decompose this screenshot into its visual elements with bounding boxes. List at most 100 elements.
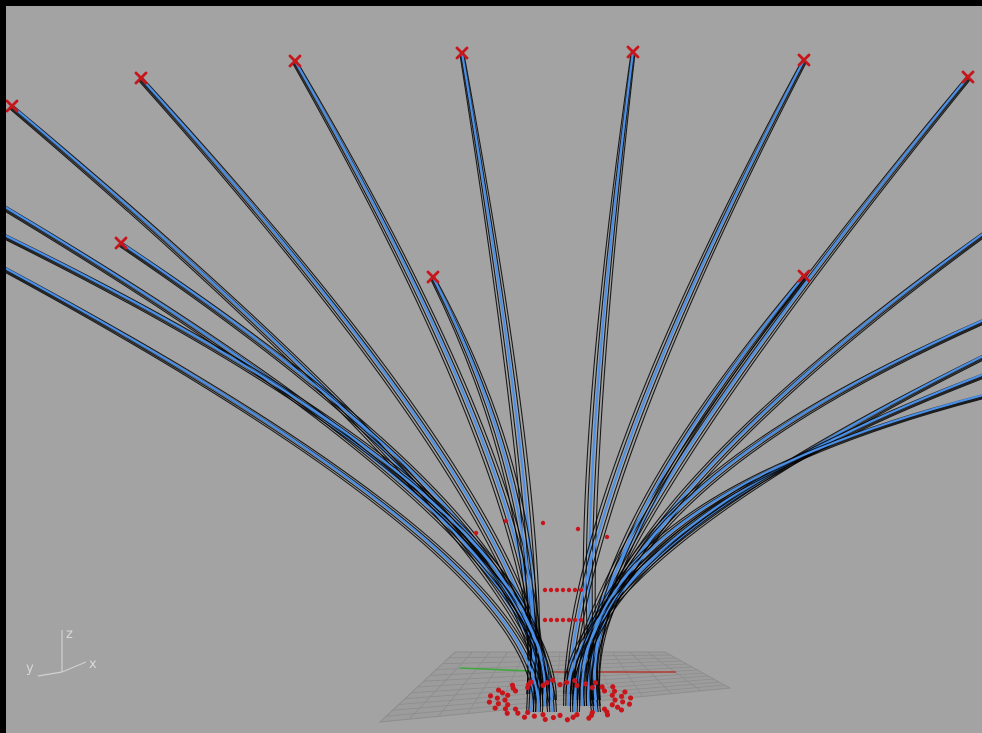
mid-control-point [572, 617, 578, 623]
base-control-point [486, 699, 492, 705]
x-mark [288, 54, 302, 68]
base-control-point [574, 712, 580, 718]
curve-edge [574, 78, 969, 701]
curve-edge [571, 360, 982, 695]
curve-edge [430, 279, 529, 713]
base-control-point [502, 706, 509, 712]
x-mark [455, 46, 469, 60]
mid-control-point [575, 526, 581, 532]
base-control-point [549, 677, 556, 683]
base-control-point [521, 714, 528, 720]
curve-edge [6, 234, 550, 695]
curve-edge [576, 79, 970, 701]
base-control-point [544, 680, 550, 686]
curve-edge [598, 278, 807, 707]
mid-control-point [554, 617, 560, 623]
curve-edge [6, 272, 535, 713]
base-control-point [542, 716, 548, 723]
curve-edge [294, 62, 539, 701]
curve-edge [119, 244, 537, 695]
base-control-point [609, 692, 615, 698]
curve-edge [578, 79, 971, 701]
curve-edge [571, 62, 807, 707]
x-mark [426, 270, 440, 284]
base-control-point [611, 688, 618, 694]
curve [566, 355, 982, 695]
mid-control-point [503, 518, 509, 524]
curve-edge [6, 208, 553, 701]
mid-control-point [560, 587, 566, 593]
base-control-point [604, 712, 611, 718]
curve-edge [595, 278, 806, 707]
mid-control-point [572, 587, 578, 593]
curve-edge [13, 105, 557, 713]
base-control-point [531, 713, 537, 719]
grid-plane [378, 651, 732, 723]
base-control-point [525, 709, 531, 716]
mid-control-point [578, 617, 584, 623]
base-control-point [487, 693, 494, 699]
curve [120, 242, 540, 695]
mid-control-point [542, 617, 548, 623]
mid-control-point [548, 617, 554, 623]
curve-edge [583, 397, 982, 707]
mid-control-point [473, 530, 479, 536]
base-control-point [610, 684, 616, 690]
curve-edge [434, 276, 540, 713]
control-point-marker-icon [426, 270, 440, 284]
construction-grid [378, 651, 732, 723]
curve-edge [6, 205, 557, 701]
base-control-point [504, 710, 510, 716]
base-control-point [495, 701, 501, 707]
control-point-marker-icon [455, 46, 469, 60]
x-mark [961, 70, 975, 84]
base-control-point [622, 689, 628, 695]
x-mark [626, 45, 640, 59]
control-point-marker-icon [961, 70, 975, 84]
mid-control-point [542, 587, 548, 593]
tip-control-points [6, 45, 975, 284]
curve [587, 233, 982, 707]
curve-edge [598, 324, 982, 701]
curve-edge [6, 267, 544, 713]
base-control-point [586, 715, 592, 721]
base-control-point [550, 714, 557, 721]
base-control-point [505, 692, 511, 698]
control-point-marker-icon [6, 99, 19, 113]
y-axis-label: y [26, 661, 34, 676]
curve-edge [6, 238, 544, 695]
mid-control-point [560, 617, 566, 623]
curve-edge [569, 358, 982, 695]
curve-edge [462, 53, 538, 695]
curve-edge [565, 60, 804, 707]
viewport-canvas[interactable]: z x y [6, 6, 982, 733]
base-control-point [540, 712, 546, 718]
curve [573, 76, 969, 701]
x-mark [134, 71, 148, 85]
mid-control-point [566, 587, 572, 593]
curve-edge [6, 236, 546, 695]
curve-edge [433, 277, 537, 713]
base-control-point [612, 697, 618, 703]
curve-edge [10, 107, 551, 713]
curve-edge [460, 55, 532, 695]
base-control-point [626, 701, 633, 707]
curve-edge [585, 52, 633, 713]
curve-edge [593, 277, 805, 707]
curve-edge [6, 235, 548, 695]
curve-edge [563, 59, 803, 707]
curve-edge [459, 56, 529, 695]
z-axis-label: z [66, 627, 73, 642]
base-control-point [572, 677, 578, 684]
base-control-point [564, 717, 571, 723]
base-control-point [583, 681, 589, 687]
control-point-marker-icon [114, 236, 128, 250]
curve-edge [118, 245, 535, 695]
x-mark [114, 236, 128, 250]
base-control-point [574, 682, 580, 688]
base-control-point [509, 682, 516, 688]
base-control-point [592, 680, 599, 686]
curve-edge [6, 270, 537, 713]
base-control-point [528, 679, 534, 685]
